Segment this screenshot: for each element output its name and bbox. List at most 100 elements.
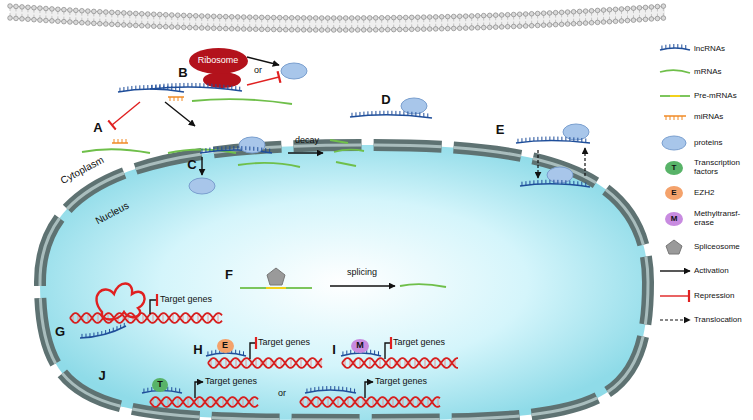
legend-symbols-part	[660, 319, 690, 320]
lipid-head	[613, 7, 618, 12]
rna-tick	[101, 331, 102, 335]
rna-tick	[399, 111, 400, 115]
panel-letter: B	[178, 66, 187, 80]
rna-tick	[557, 180, 558, 184]
lipid-head	[523, 24, 528, 29]
lipid-head	[373, 28, 378, 33]
lipid-head	[415, 27, 420, 32]
gene-label: Target genes	[393, 338, 445, 348]
mechanism-f	[240, 268, 446, 288]
lipid-head	[175, 13, 180, 18]
mechanism-e-part	[537, 150, 538, 178]
rna-tick	[223, 85, 224, 89]
lipid-head	[44, 6, 49, 11]
lipid-head	[637, 5, 642, 10]
lipid-head	[379, 15, 384, 20]
rna-tick	[677, 44, 678, 48]
rna-tick	[565, 180, 566, 184]
lipid-head	[211, 14, 216, 19]
rna-tick	[585, 182, 586, 186]
base-pair	[233, 397, 234, 407]
lipid-head	[229, 26, 234, 31]
lipid-head	[361, 16, 366, 21]
lipid-head	[367, 28, 372, 33]
lipid-head	[145, 24, 150, 29]
legend-text: Repression	[694, 291, 734, 300]
rna-tick	[673, 44, 674, 48]
mechanism-e-part	[563, 124, 589, 140]
lipid-head	[32, 5, 37, 10]
rna-tick	[561, 137, 562, 141]
lipid-head	[104, 10, 109, 15]
lipid-head	[535, 23, 540, 28]
lipid-head	[355, 16, 360, 21]
lipid-head	[649, 17, 654, 22]
legend-text: miRNAs	[694, 112, 723, 121]
lipid-head	[337, 16, 342, 21]
lipid-head	[661, 16, 666, 21]
process-label: splicing	[347, 268, 377, 278]
dna-strand	[342, 358, 458, 368]
base-pair	[435, 358, 436, 368]
legend-text: Activation	[694, 266, 729, 275]
lipid-head	[110, 10, 115, 15]
rna-tick	[351, 113, 352, 117]
rna-tick	[217, 147, 218, 151]
rna-tick	[120, 325, 121, 329]
lipid-head	[307, 28, 312, 33]
base-pair	[383, 397, 384, 407]
rna-tick	[674, 116, 675, 120]
base-pair	[291, 358, 292, 368]
dna-strand	[150, 397, 258, 407]
mechanism-g-part	[150, 300, 157, 314]
rna-tick	[183, 83, 184, 87]
lipid-head	[14, 16, 19, 21]
rna-tick	[229, 146, 230, 150]
rna-tick	[207, 83, 208, 87]
lipid-head	[295, 16, 300, 21]
rna-tick	[346, 351, 347, 355]
mechanism-e-part	[520, 184, 590, 187]
rna-tick	[239, 87, 240, 91]
rna-tick	[195, 83, 196, 87]
rna-tick	[314, 387, 315, 391]
legend-item: Translocation	[694, 316, 751, 325]
lipid-head	[367, 16, 372, 21]
rna-tick	[359, 112, 360, 116]
mechanism-c-part	[288, 152, 323, 153]
lipid-head	[50, 19, 55, 24]
lipid-head	[547, 23, 552, 28]
lipid-head	[463, 14, 468, 19]
rna-tick	[525, 138, 526, 142]
rna-tick	[370, 350, 371, 354]
lipid-head	[271, 27, 276, 32]
base-pair	[243, 397, 244, 407]
mechanism-b-part	[281, 63, 307, 79]
mechanism-a	[82, 85, 236, 194]
rna-tick	[585, 139, 586, 143]
legend-text: Transcription factors	[694, 158, 740, 176]
lipid-head	[301, 28, 306, 33]
nucleus	[40, 145, 648, 420]
lipid-head	[613, 19, 618, 24]
rna-tick	[179, 87, 180, 91]
rna-tick	[219, 84, 220, 88]
rna-tick	[139, 85, 140, 89]
rna-tick	[109, 329, 110, 333]
dna-strand	[70, 313, 222, 323]
lipid-head	[32, 17, 37, 22]
lipid-head	[247, 15, 252, 20]
rna-tick	[306, 389, 307, 393]
rna-tick	[346, 387, 347, 391]
lipid-head	[259, 15, 264, 20]
rna-tick	[147, 85, 148, 89]
panel-letter: I	[332, 343, 336, 357]
lipid-head	[571, 9, 576, 14]
rna-tick	[265, 148, 266, 152]
mechanism-b	[150, 57, 307, 104]
rna-tick	[569, 137, 570, 141]
lipid-head	[253, 27, 258, 32]
lipid-head	[589, 8, 594, 13]
panel-letter: G	[55, 325, 65, 339]
base-pair	[188, 397, 189, 407]
